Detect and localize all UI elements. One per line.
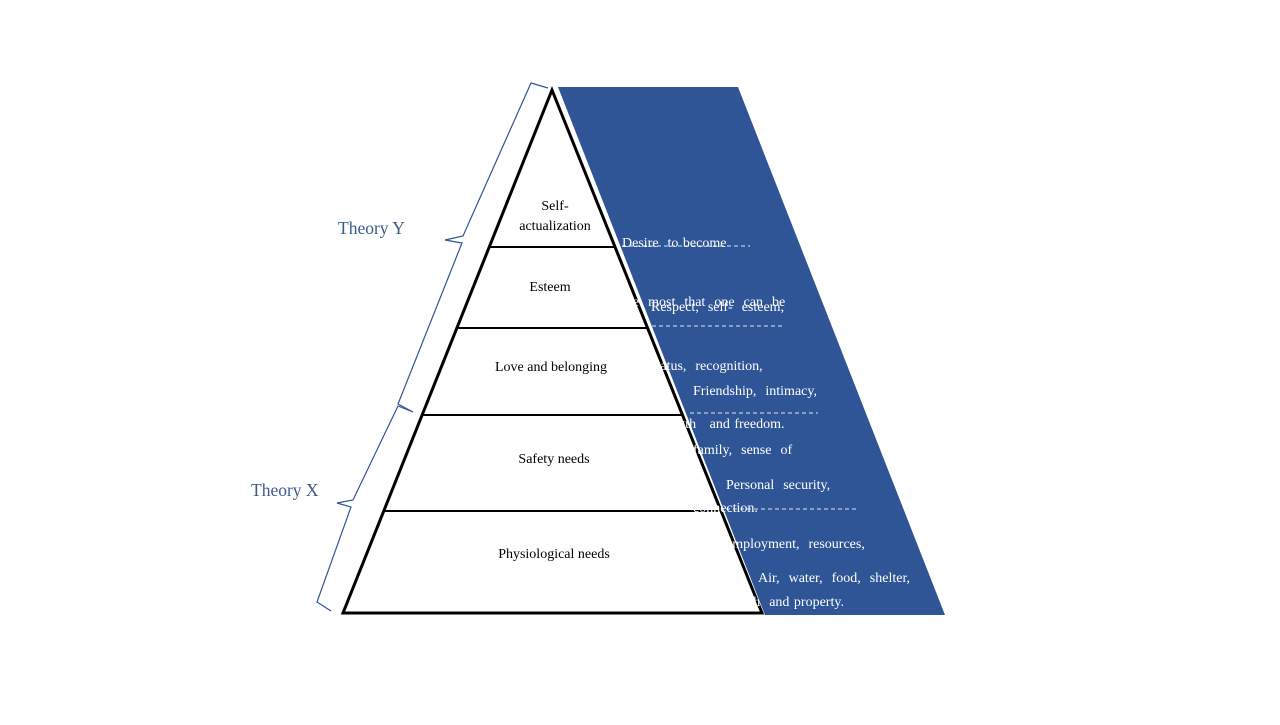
band-separators: [622, 245, 856, 510]
theory-y-bracket: [397, 82, 549, 413]
level-description-safety: Personal security, employment, resources…: [726, 437, 865, 632]
description-line: Friendship, intimacy,: [693, 384, 817, 399]
level-label-physiological: Physiological needs: [464, 545, 644, 565]
description-line: status, recognition,: [651, 358, 763, 374]
level-label-line: Love and belonging: [495, 360, 607, 375]
level-label-line: Safety needs: [518, 452, 590, 467]
description-line: employment, resources,: [726, 536, 865, 552]
level-label-esteem: Esteem: [490, 278, 610, 298]
description-line: reproduction.: [758, 688, 834, 703]
theory-x-label: Theory X: [251, 480, 319, 500]
level-description-love-belonging: Friendship, intimacy, family, sense of c…: [693, 343, 817, 538]
description-line: sleep, clothing and: [758, 629, 875, 645]
level-label-self-actualization: Self- actualization: [505, 197, 605, 237]
description-line: health and property.: [726, 595, 844, 610]
level-description-physiological: Air, water, food, shelter, sleep, clothi…: [758, 530, 910, 725]
level-label-safety: Safety needs: [474, 450, 634, 470]
description-line: Desire to become: [622, 236, 727, 251]
level-label-love-belonging: Love and belonging: [470, 358, 632, 378]
level-label-line: Self-: [541, 199, 569, 214]
level-description-self-actualization: Desire to become the most that one can b…: [622, 195, 785, 332]
description-line: connection.: [693, 501, 758, 516]
description-line: the most that one can be: [622, 294, 786, 310]
pyramid-outline: [340, 85, 765, 615]
description-line: Air, water, food, shelter,: [758, 571, 911, 586]
level-dividers: [384, 246, 721, 512]
theory-y-label: Theory Y: [338, 218, 405, 238]
description-line: strength and freedom.: [651, 417, 785, 432]
description-line: family, sense of: [693, 442, 793, 458]
description-line: Respect, self- esteem,: [651, 300, 785, 315]
level-label-line: Physiological needs: [498, 547, 610, 562]
description-band: [558, 87, 945, 615]
level-label-line: actualization: [519, 219, 591, 234]
level-label-line: Esteem: [529, 280, 571, 295]
description-line: Personal security,: [726, 478, 831, 493]
level-description-esteem: Respect, self- esteem, status, recogniti…: [651, 259, 784, 454]
theory-x-bracket: [316, 405, 414, 612]
triangle-fill: [343, 90, 762, 613]
